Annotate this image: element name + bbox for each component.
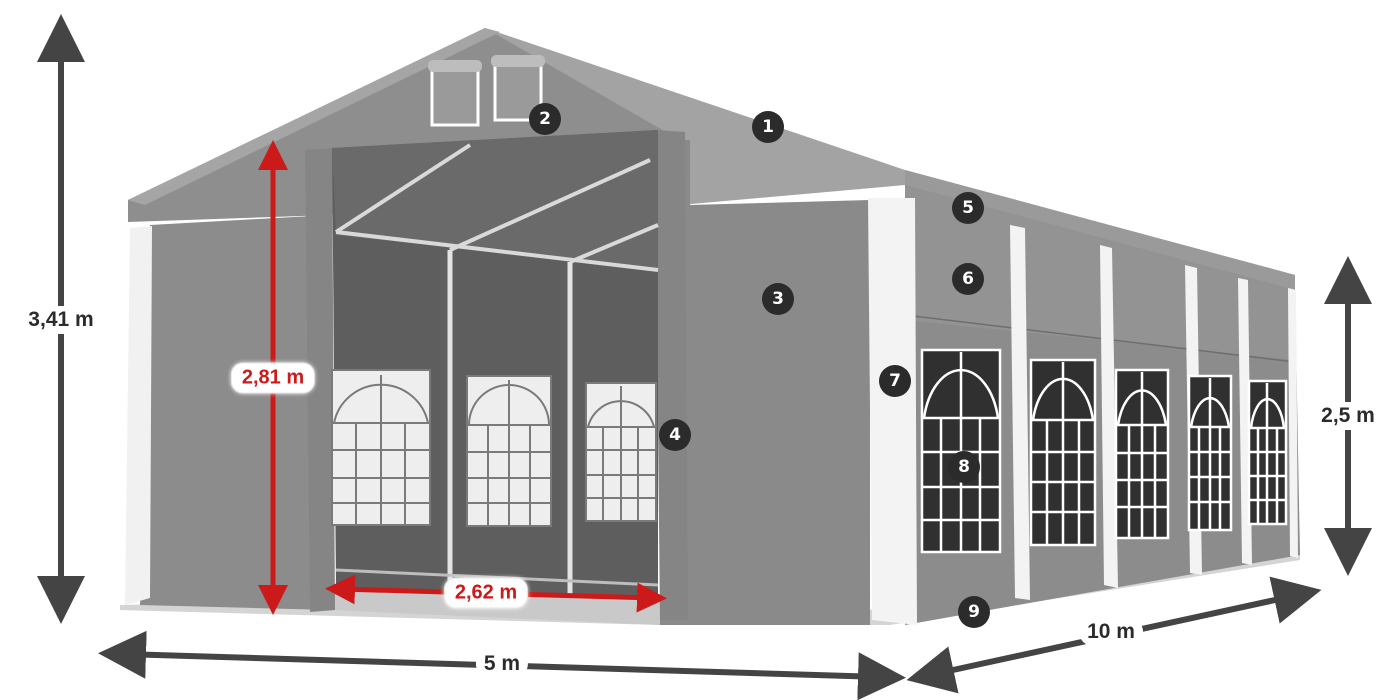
callout-badge-4: 4 (659, 419, 691, 451)
callout-badge-2: 2 (529, 103, 561, 135)
callout-badge-5: 5 (952, 192, 984, 224)
gable-vents (428, 55, 545, 127)
total-height-label: 3,41 m (20, 306, 102, 334)
side-height-label: 2,5 m (1313, 402, 1383, 430)
callout-badge-6: 6 (952, 263, 984, 295)
callout-badge-7: 7 (879, 365, 911, 397)
side-windows (920, 348, 1288, 554)
width-label: 5 m (475, 650, 529, 678)
callout-badge-8: 8 (948, 451, 980, 483)
callout-badge-9: 9 (958, 596, 990, 628)
callout-badge-1: 1 (752, 111, 784, 143)
door-height-label: 2,81 m (230, 362, 316, 394)
length-label: 10 m (1079, 618, 1143, 646)
callout-badge-3: 3 (762, 283, 794, 315)
door-width-label: 2,62 m (443, 577, 529, 609)
back-windows (331, 369, 657, 527)
